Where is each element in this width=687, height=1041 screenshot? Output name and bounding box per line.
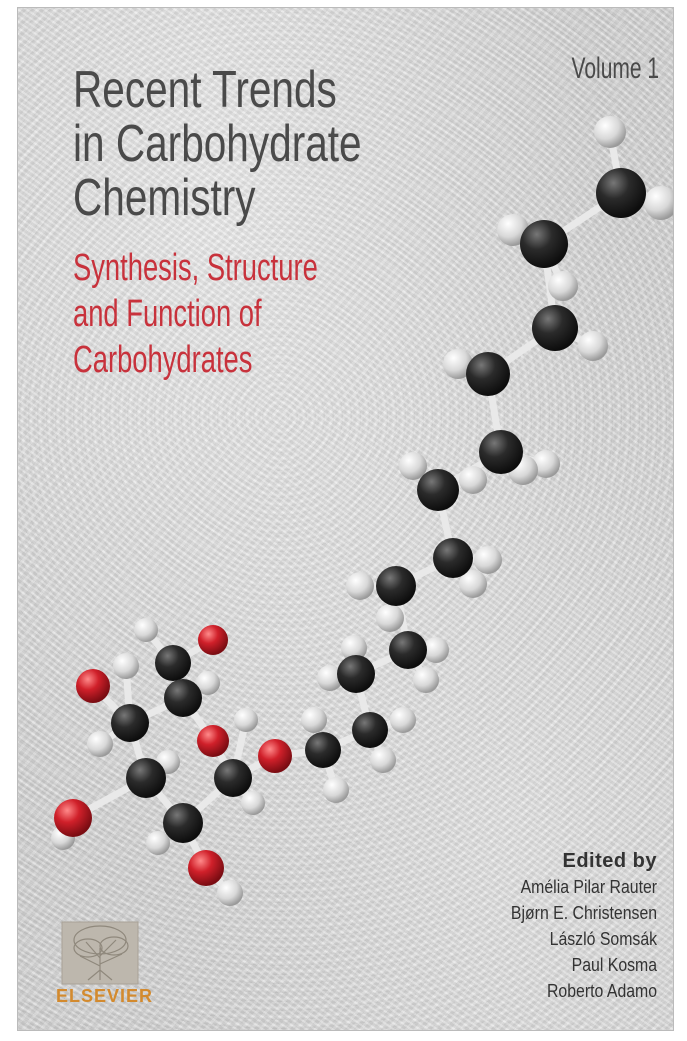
carbon-atom	[214, 759, 252, 797]
hydrogen-atom	[594, 116, 626, 148]
editor-name: Bjørn E. Christensen	[510, 903, 657, 923]
hydrogen-atom	[548, 271, 578, 301]
hydrogen-atom	[234, 708, 258, 732]
volume-label: Volume 1	[571, 52, 659, 85]
carbon-atom	[479, 430, 523, 474]
carbon-atom	[337, 655, 375, 693]
hydrogen-atom	[413, 667, 439, 693]
book-cover: Recent Trends in Carbohydrate Chemistry …	[18, 8, 673, 1030]
oxygen-atom	[258, 739, 292, 773]
carbon-atom	[163, 803, 203, 843]
hydrogen-atom	[323, 777, 349, 803]
hydrogen-atom	[578, 331, 608, 361]
title-block: Recent Trends in Carbohydrate Chemistry …	[73, 63, 503, 381]
hydrogen-atom	[317, 665, 343, 691]
editor-name: Roberto Adamo	[546, 981, 657, 1001]
hydrogen-atom	[644, 186, 673, 220]
carbon-atom	[305, 732, 341, 768]
hydrogen-atom	[241, 791, 265, 815]
hydrogen-atom	[301, 707, 327, 733]
subtitle-line-1: Synthesis, Structure	[73, 247, 318, 289]
carbon-atom	[352, 712, 388, 748]
carbon-atom	[466, 352, 510, 396]
carbon-atom	[376, 566, 416, 606]
carbon-atom	[520, 220, 568, 268]
hydrogen-atom	[474, 546, 502, 574]
editor-name: Amélia Pilar Rauter	[520, 877, 657, 897]
oxygen-atom	[197, 725, 229, 757]
carbon-atom	[111, 704, 149, 742]
hydrogen-atom	[459, 466, 487, 494]
hydrogen-atom	[113, 653, 139, 679]
carbon-atom	[417, 469, 459, 511]
hydrogen-atom	[423, 637, 449, 663]
subtitle-line-3: Carbohydrates	[73, 339, 253, 381]
molecule-model-illustration	[51, 116, 673, 906]
sugar-crystal-texture	[18, 8, 673, 1030]
hydrogen-atom	[196, 671, 220, 695]
hydrogen-atom	[217, 880, 243, 906]
subtitle-line-2: and Function of	[73, 293, 262, 335]
oxygen-atom	[198, 625, 228, 655]
publisher-name: ELSEVIER	[56, 986, 154, 1006]
hydrogen-atom	[399, 452, 427, 480]
hydrogen-atom	[443, 349, 473, 379]
oxygen-atom	[54, 799, 92, 837]
oxygen-atom	[76, 669, 110, 703]
editors-block: Edited by Amélia Pilar Rauter Bjørn E. C…	[491, 848, 657, 1004]
carbon-atom	[596, 168, 646, 218]
hydrogen-atom	[87, 731, 113, 757]
carbon-atom	[164, 679, 202, 717]
hydrogen-atom	[459, 570, 487, 598]
hydrogen-atom	[341, 635, 367, 661]
title-line-1: Recent Trends	[73, 61, 337, 119]
oxygen-atom	[188, 850, 224, 886]
hydrogen-atom	[390, 707, 416, 733]
book-subtitle: Synthesis, Structure and Function of Car…	[73, 245, 318, 383]
editor-name: Paul Kosma	[571, 955, 657, 975]
editor-name: László Somsák	[549, 929, 657, 949]
hydrogen-atom	[134, 618, 158, 642]
title-line-2: in Carbohydrate	[73, 115, 362, 173]
carbon-atom	[389, 631, 427, 669]
carbon-atom	[155, 645, 191, 681]
hydrogen-atom	[376, 604, 404, 632]
book-title: Recent Trends in Carbohydrate Chemistry	[73, 63, 408, 225]
carbon-atom	[532, 305, 578, 351]
edited-by-label: Edited by	[562, 850, 657, 872]
hydrogen-atom	[346, 572, 374, 600]
hydrogen-atom	[532, 450, 560, 478]
hydrogen-atom	[146, 831, 170, 855]
hydrogen-atom	[370, 747, 396, 773]
carbon-atom	[126, 758, 166, 798]
elsevier-tree-logo-icon	[61, 921, 139, 985]
title-line-3: Chemistry	[73, 169, 256, 227]
carbon-atom	[433, 538, 473, 578]
